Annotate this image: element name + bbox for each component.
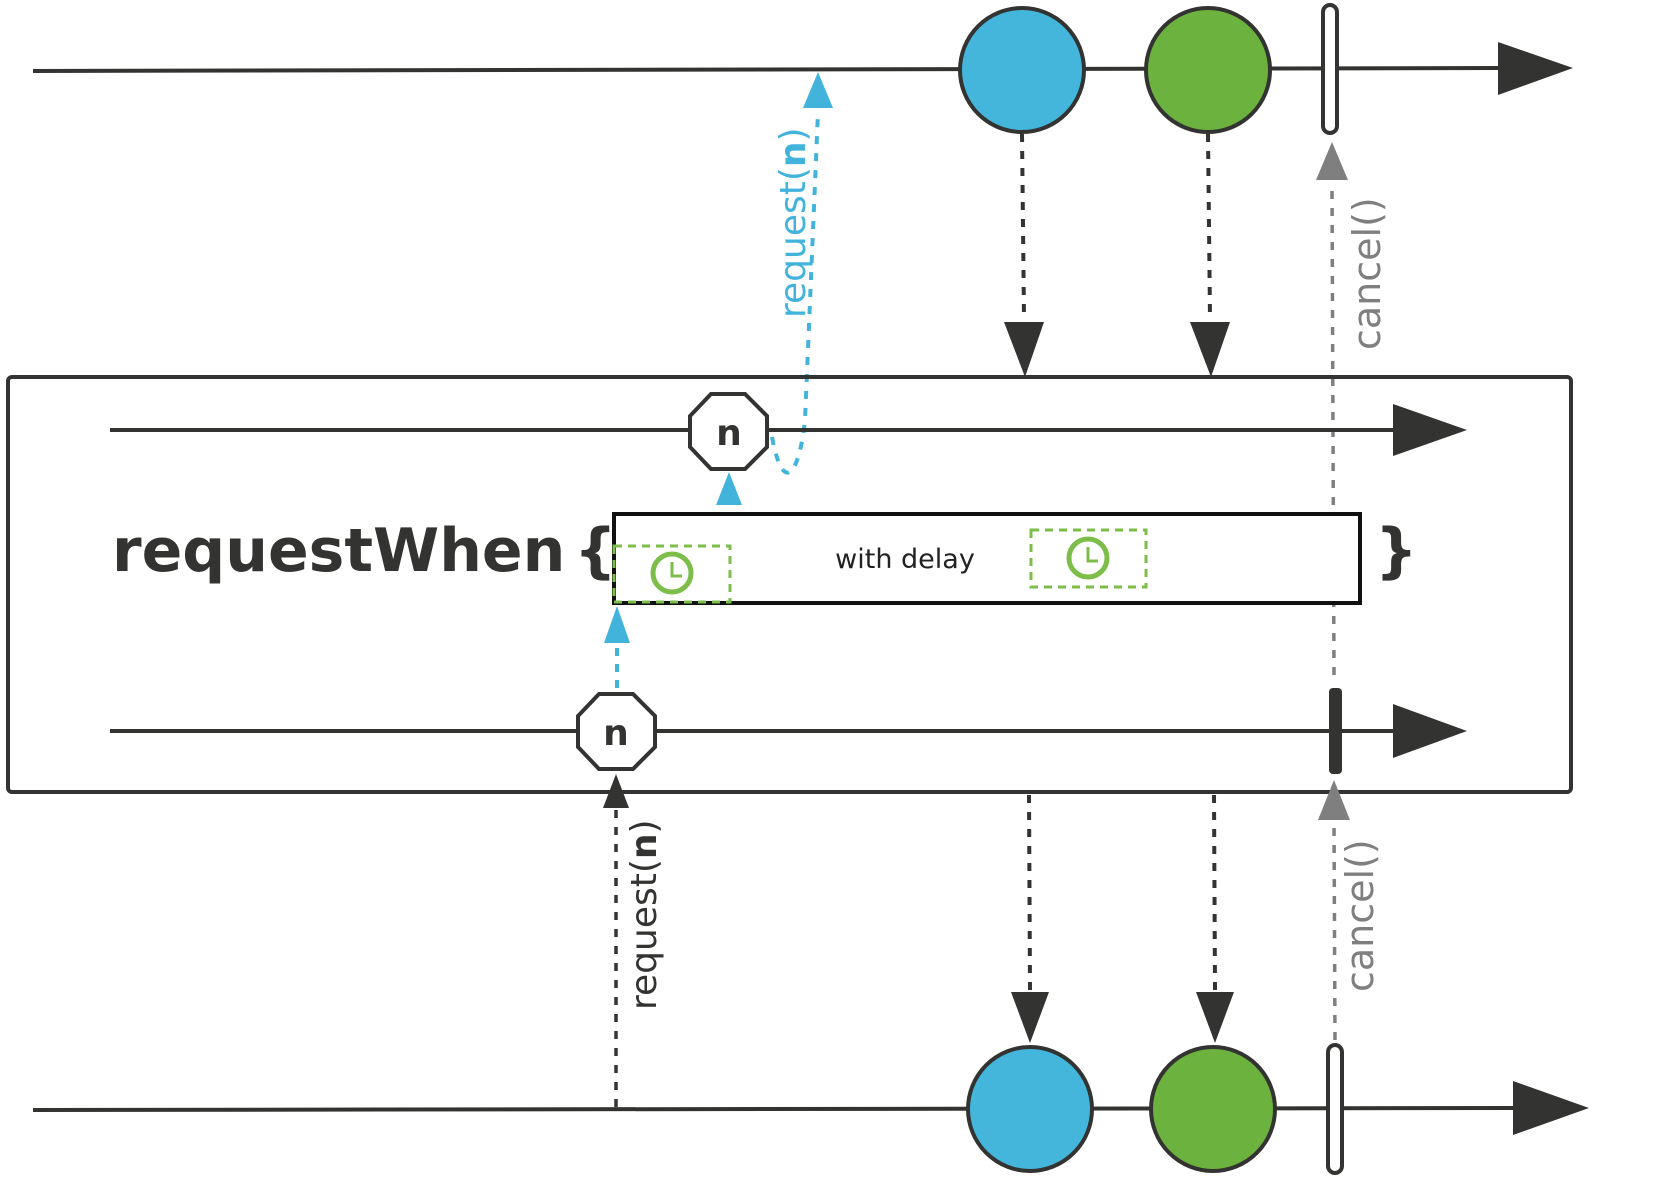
downstream-blue-marble <box>966 1045 1094 1173</box>
downstream-arrowhead <box>1513 1081 1589 1135</box>
upstream-cancel-marker <box>1321 3 1339 135</box>
clock-face-2 <box>1066 536 1110 580</box>
downstream-green-marble <box>1149 1045 1277 1173</box>
clock-icon <box>612 544 732 604</box>
operator-frame <box>6 375 1573 794</box>
downstream-arrowhead-blue <box>1011 992 1049 1043</box>
lower-request-signal: request(n) <box>603 774 665 1107</box>
inner-upper-arrowhead <box>1393 404 1467 456</box>
clock-face-1 <box>650 551 694 595</box>
inner-lower-arrowhead <box>1393 704 1467 758</box>
emission-arrowhead-blue <box>1004 322 1044 377</box>
downstream-arrow-green <box>1212 794 1217 991</box>
lower-cancel-label: cancel() <box>1338 839 1382 992</box>
upper-token-label: n <box>716 413 742 454</box>
inner-cancel-marker <box>1329 688 1342 774</box>
lower-request-label: request(n) <box>624 819 665 1010</box>
lower-token-label: n <box>603 713 629 754</box>
open-brace: { <box>574 516 617 586</box>
operator-box: n requestWhen { } with delay n <box>6 375 1573 794</box>
upstream-blue-marble <box>958 6 1086 134</box>
upper-cancel-arrowhead <box>1316 142 1348 180</box>
box-to-token-arrowhead <box>716 472 742 505</box>
emission-arrowhead-green <box>1190 322 1230 377</box>
upstream-arrowhead <box>1498 42 1573 95</box>
upstream-timeline <box>32 3 1573 135</box>
clock-hands-2 <box>1086 547 1098 563</box>
delay-window-2 <box>1029 528 1148 589</box>
upper-request-arrow <box>770 111 820 475</box>
lower-cancel-arrow <box>1332 821 1337 1041</box>
upstream-green-marble <box>1144 6 1272 134</box>
downstream-emission-arrows <box>1011 794 1234 1043</box>
close-brace: } <box>1375 516 1418 586</box>
lower-token <box>576 692 657 771</box>
emission-arrow-green <box>1206 133 1212 319</box>
lower-cancel-signal: cancel() <box>1318 780 1382 1041</box>
downstream-timeline <box>32 1043 1589 1175</box>
downstream-cancel-marker <box>1326 1043 1344 1175</box>
delay-window-1 <box>612 544 732 604</box>
emission-arrow-blue <box>1020 133 1026 319</box>
upper-cancel-signal: cancel() <box>1316 142 1389 676</box>
upper-request-arrowhead <box>803 72 833 108</box>
lower-request-arrowhead <box>603 774 629 808</box>
upstream-line <box>32 66 1501 73</box>
operator-name: requestWhen <box>112 516 565 586</box>
downstream-line <box>32 1106 1516 1112</box>
clock-icon <box>1029 528 1148 589</box>
upper-request-signal: request(n) <box>770 72 833 475</box>
delay-label: with delay <box>835 544 975 575</box>
upstream-emission-arrows <box>1004 133 1230 377</box>
token-to-box-arrowhead <box>604 606 630 643</box>
downstream-arrowhead-green <box>1196 992 1234 1043</box>
upper-cancel-label: cancel() <box>1345 197 1389 350</box>
delay-box <box>612 512 1362 605</box>
downstream-arrow-blue <box>1027 794 1032 991</box>
upper-token <box>688 392 769 471</box>
clock-hands-1 <box>670 562 682 578</box>
upper-request-label: request(n) <box>773 127 814 318</box>
lower-cancel-arrowhead <box>1318 780 1350 820</box>
